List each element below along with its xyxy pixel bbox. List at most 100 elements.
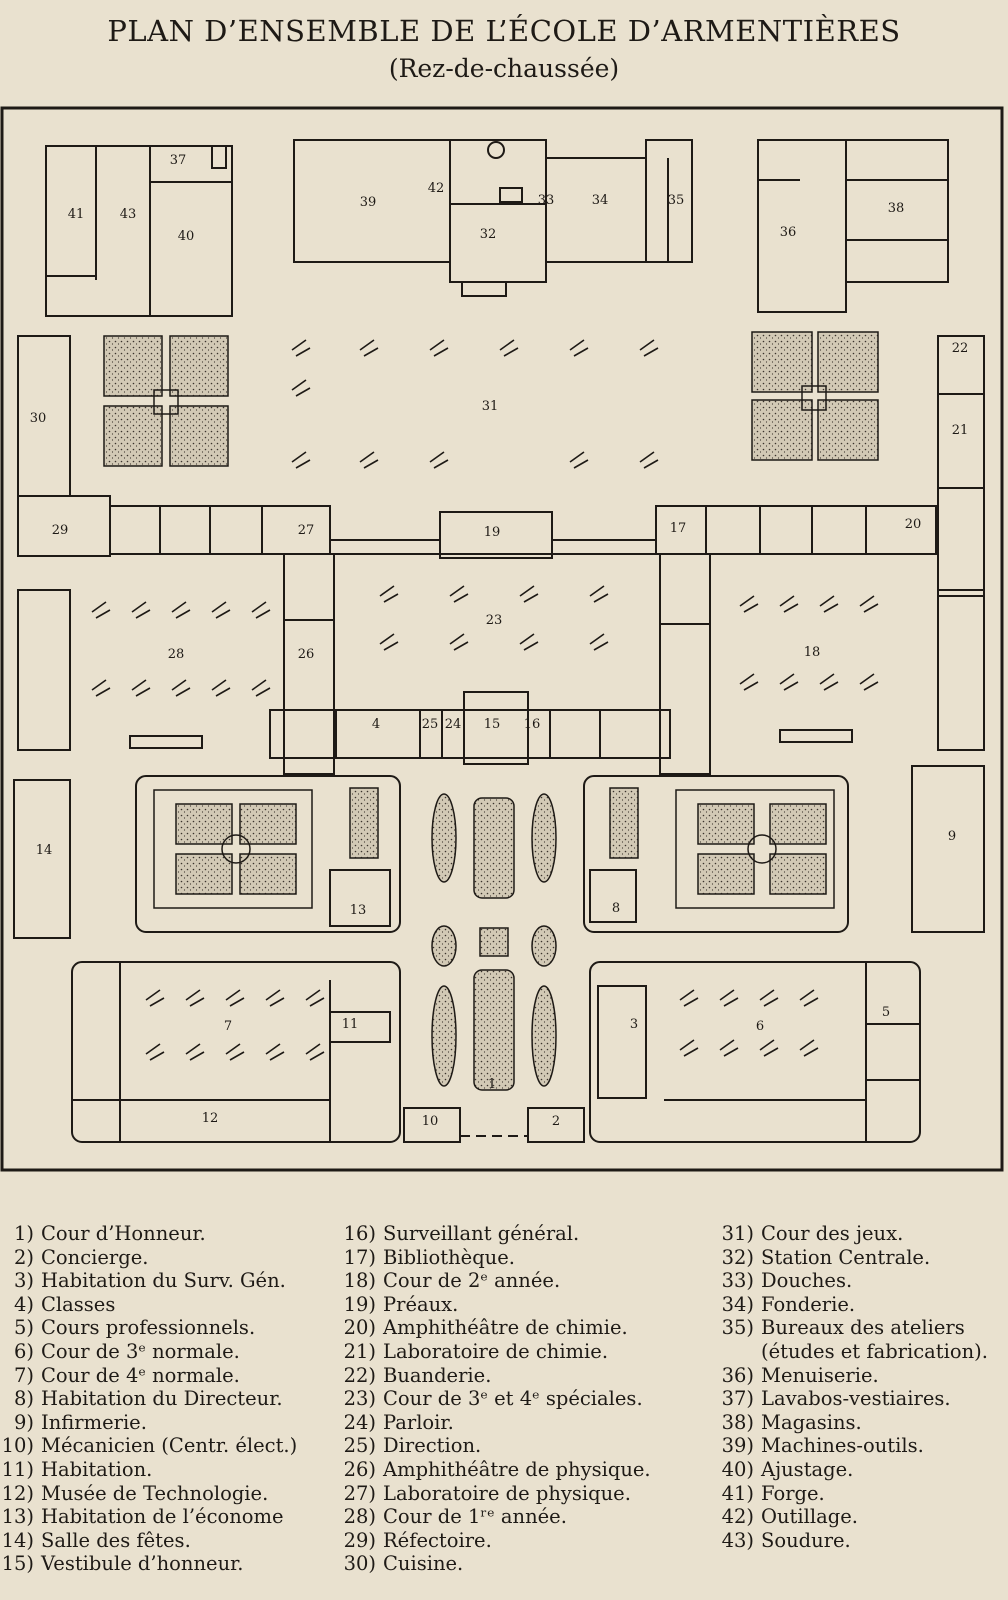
label-29: 29 (52, 523, 69, 538)
legend-number: 3) (13, 1269, 34, 1293)
label-25: 25 (422, 717, 439, 732)
legend-item: 6) Cour de 3ᵉ normale. (0, 1340, 297, 1364)
label-9: 9 (948, 829, 956, 844)
legend-number: 12) (1, 1481, 34, 1505)
legend-label: Cour de 3ᵉ et 4ᵉ spéciales. (383, 1387, 643, 1411)
label-40: 40 (178, 229, 195, 244)
legend-item: 41)Forge. (718, 1482, 1008, 1506)
label-39: 39 (360, 195, 377, 210)
label-19: 19 (484, 525, 501, 540)
legend-item: 14)Salle des fêtes. (0, 1529, 297, 1553)
workshop-block-left (45, 145, 233, 317)
garden-court-east (583, 775, 849, 933)
legend-label: Lavabos-vestiaires. (761, 1387, 951, 1411)
legend-number: 28) (343, 1505, 376, 1529)
page-subtitle: (Rez-de-chaussée) (388, 54, 620, 83)
court-23-outline (333, 553, 661, 711)
legend-label: Cuisine. (383, 1552, 464, 1576)
legend-label: Parloir. (383, 1410, 454, 1434)
legend-number: 24) (343, 1410, 376, 1434)
legend-item: 27)Laboratoire de physique. (338, 1482, 651, 1506)
legend-number: 40) (721, 1457, 754, 1481)
legend-number: 17) (343, 1245, 376, 1269)
label-17: 17 (670, 521, 687, 536)
label-21: 21 (952, 423, 969, 438)
legend-number: 39) (721, 1434, 754, 1458)
legend-label: Laboratoire de physique. (383, 1481, 631, 1505)
label-31: 31 (482, 399, 499, 414)
legend-label: Ajustage. (761, 1457, 854, 1481)
legend-item: 43)Soudure. (718, 1529, 1008, 1553)
label-43: 43 (120, 207, 137, 222)
label-42: 42 (428, 181, 445, 196)
legend-label: Habitation. (41, 1457, 153, 1481)
museum-block (71, 961, 401, 1143)
legend-number: 8) (13, 1387, 34, 1411)
legend-label: Amphithéâtre de chimie. (383, 1316, 628, 1340)
legend-number: 20) (343, 1316, 376, 1340)
bursar-house (329, 869, 391, 927)
legend-number: 7) (13, 1363, 34, 1387)
legend-number: 1) (13, 1222, 34, 1245)
legend-label: Vestibule d’honneur. (41, 1552, 244, 1576)
legend-item: 30)Cuisine. (338, 1552, 651, 1576)
legend-item: 31)Cour des jeux. (718, 1222, 1008, 1246)
east-wing-4 (659, 553, 711, 775)
legend-item: 11) Habitation. (0, 1458, 297, 1482)
legend-label: Magasins. (761, 1410, 862, 1434)
legend-label: Buanderie. (383, 1363, 492, 1387)
legend-label: Machines-outils. (761, 1434, 924, 1458)
preau-east (937, 589, 985, 751)
legend-number: 36) (721, 1363, 754, 1387)
legend-label: Station Centrale. (761, 1245, 931, 1269)
legend-item: 28) Cour de 1ʳᵉ année. (338, 1505, 651, 1529)
workshop-block-center (293, 139, 693, 297)
legend-column-3: 31)Cour des jeux.32)Station Centrale.33)… (718, 1222, 1008, 1552)
legend-item: 4)Classes (0, 1293, 297, 1317)
legend-number: 19) (343, 1292, 376, 1316)
legend-label: Outillage. (761, 1505, 858, 1529)
legend-item: 39) Machines-outils. (718, 1434, 1008, 1458)
legend-column-2: 16)Surveillant général.17)Bibliothèque.1… (338, 1222, 651, 1576)
label-10: 10 (422, 1114, 439, 1129)
workshop-block-right (757, 139, 949, 313)
label-8: 8 (612, 901, 620, 916)
refectory-hall-19 (439, 511, 553, 559)
legend-number: 35) (721, 1316, 754, 1340)
legend-label: Mécanicien (Centr. élect.) (41, 1434, 298, 1458)
legend-item: 22)Buanderie. (338, 1364, 651, 1388)
legend-number: 11) (1, 1457, 34, 1481)
legend-number: 6) (13, 1339, 34, 1363)
label-16: 16 (524, 717, 541, 732)
workshop-south-east (589, 961, 921, 1143)
legend-number: 42) (721, 1505, 754, 1529)
legend-label: Habitation du Directeur. (41, 1387, 283, 1411)
label-27: 27 (298, 523, 315, 538)
main-facade (269, 691, 671, 765)
label-3: 3 (630, 1017, 638, 1032)
preau-west (17, 589, 71, 751)
legend-label: Forge. (761, 1481, 825, 1505)
label-24: 24 (445, 717, 462, 732)
legend-item: 21)Laboratoire de chimie. (338, 1340, 651, 1364)
legend-label: Musée de Technologie. (41, 1481, 269, 1505)
legend-item: 37)Lavabos-vestiaires. (718, 1387, 1008, 1411)
legend-label: Concierge. (41, 1245, 149, 1269)
page-title: PLAN D’ENSEMBLE DE L’ÉCOLE D’ARMENTIÈRES (107, 14, 901, 48)
legend-item: 38)Magasins. (718, 1411, 1008, 1435)
legend-number: 10) (1, 1434, 34, 1458)
legend-label: Cour de 1ʳᵉ année. (383, 1505, 567, 1529)
legend-item: 25)Direction. (338, 1434, 651, 1458)
legend-item: 23)Cour de 3ᵉ et 4ᵉ spéciales. (338, 1387, 651, 1411)
mechanic-lodge (403, 1107, 461, 1143)
legend-label: Réfectoire. (383, 1528, 492, 1552)
director-house (589, 869, 637, 923)
label-4: 4 (372, 717, 380, 732)
legend-number: 5) (13, 1316, 34, 1340)
infirmary-block (911, 765, 985, 933)
label-37: 37 (170, 153, 187, 168)
label-18: 18 (804, 645, 821, 660)
legend-label: Cour de 3ᵉ normale. (41, 1339, 240, 1363)
courtyard-trees (91, 339, 879, 1061)
legend-item: 1)Cour d’Honneur. (0, 1222, 297, 1246)
